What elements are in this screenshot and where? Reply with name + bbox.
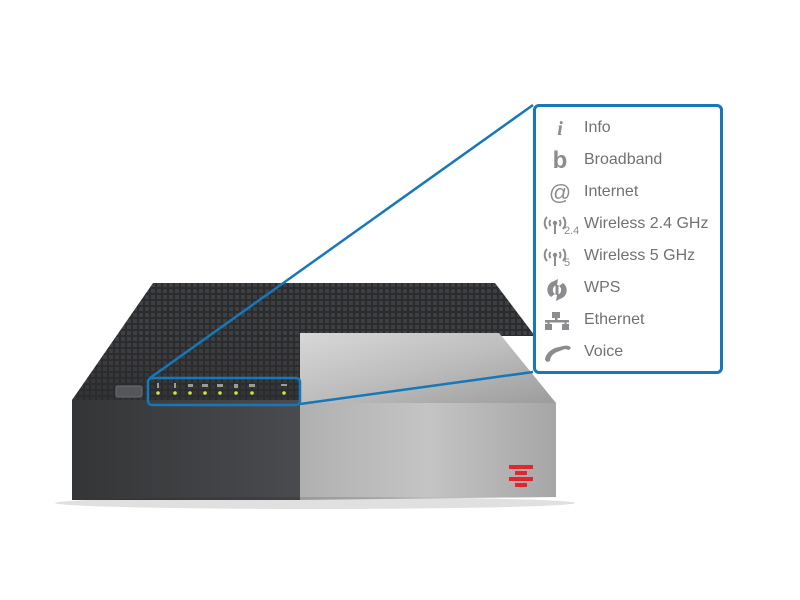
internet-icon: @ (548, 180, 572, 205)
legend-label-wireless-5: Wireless 5 GHz (584, 247, 696, 264)
ethernet-icon (542, 309, 578, 335)
led-wireless-5 (218, 391, 222, 395)
callout-line-bottom (299, 370, 534, 406)
wps-icon (542, 277, 578, 303)
voice-icon (542, 341, 578, 367)
led-ethernet (250, 391, 254, 395)
led-indicators (156, 383, 287, 395)
led-internet (188, 391, 192, 395)
led-broadband (173, 391, 177, 395)
legend-label-wireless-24: Wireless 2.4 GHz (584, 215, 709, 232)
legend-label-broadband: Broadband (584, 151, 663, 168)
legend-row-wps: WPS (536, 275, 726, 305)
wireless-24-sub: 2.4 (564, 225, 580, 237)
led-wireless-24 (203, 391, 207, 395)
broadband-icon: b (552, 147, 568, 174)
led-voice (282, 391, 286, 395)
legend-label-wps: WPS (584, 279, 621, 296)
router-front-silver (300, 403, 556, 500)
silver-top-panel (300, 333, 556, 403)
info-icon: i (557, 118, 563, 140)
wireless-5-sub: 5 (564, 257, 571, 269)
legend-row-ethernet: Ethernet (536, 307, 726, 337)
legend-row-info: i Info (536, 115, 726, 145)
led-wps (234, 391, 238, 395)
legend-row-broadband: b Broadband (536, 147, 726, 177)
wireless-5-icon: 5 (542, 245, 578, 271)
led-legend-panel: i Info b Broadband @ Internet 2.4 Wirele… (533, 104, 723, 374)
power-button (115, 385, 143, 398)
router-front-dark (72, 400, 300, 500)
legend-label-info: Info (584, 119, 611, 136)
led-strip-callout (146, 376, 302, 407)
led-info (156, 391, 160, 395)
legend-label-internet: Internet (584, 183, 639, 200)
legend-label-voice: Voice (584, 343, 624, 360)
legend-row-voice: Voice (536, 339, 726, 369)
wireless-24-icon: 2.4 (542, 213, 580, 239)
legend-row-wireless-5: 5 Wireless 5 GHz (536, 243, 726, 273)
callout-line-top (149, 103, 534, 380)
legend-label-ethernet: Ethernet (584, 311, 645, 328)
brand-logo (509, 465, 533, 487)
legend-row-internet: @ Internet (536, 179, 726, 209)
legend-row-wireless-24: 2.4 Wireless 2.4 GHz (536, 211, 726, 241)
